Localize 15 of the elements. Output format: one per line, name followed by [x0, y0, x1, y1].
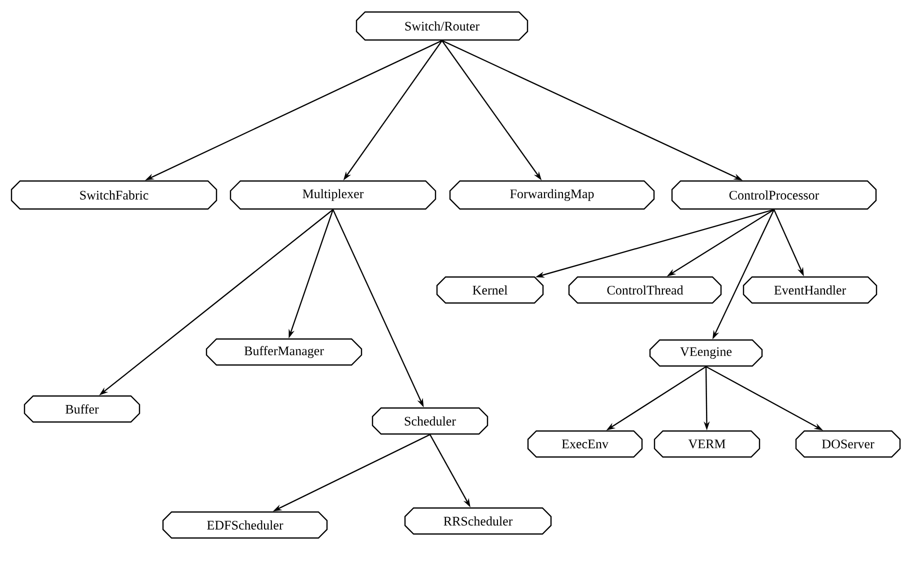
- octagon-box: EDFScheduler: [162, 511, 328, 539]
- octagon-box: Switch/Router: [356, 11, 528, 41]
- octagon-box: ExecEnv: [527, 430, 643, 458]
- octagon-box: Scheduler: [372, 407, 488, 435]
- octagon-box: Buffer: [24, 395, 140, 423]
- octagon-box: ForwardingMap: [449, 180, 655, 210]
- octagon-box: Kernel: [436, 276, 544, 304]
- octagon-box: ControlThread: [568, 276, 722, 304]
- octagon-box: EventHandler: [742, 276, 878, 304]
- octagon-box: RRScheduler: [404, 507, 552, 535]
- octagon-box: DOServer: [795, 430, 901, 458]
- octagon-box: VEengine: [649, 339, 763, 367]
- octagon-box: Multiplexer: [230, 180, 436, 210]
- octagon-box: BufferManager: [206, 338, 362, 366]
- octagon-box: VERM: [654, 430, 760, 458]
